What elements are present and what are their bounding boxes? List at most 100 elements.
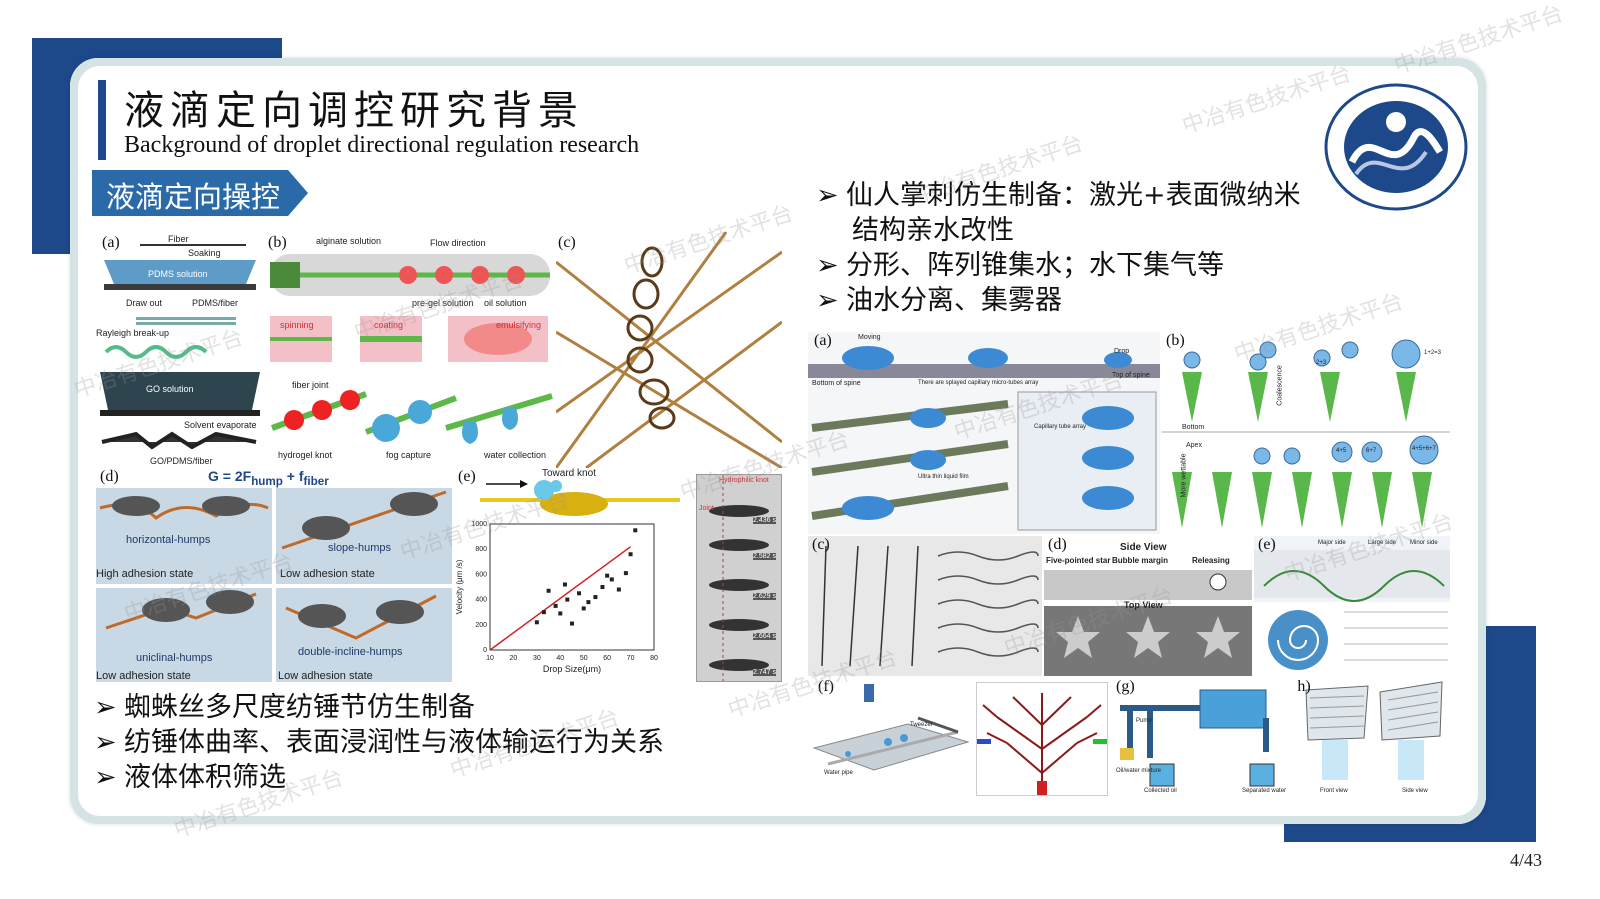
time-lapse-strip: Hydrophilic knot Joint 2.436 s 2.582 s 2…: [696, 474, 782, 682]
panel-text: Capillary tube array: [1034, 424, 1087, 430]
panel-text: 6+7: [1366, 448, 1377, 454]
panel-label: (f): [818, 678, 834, 695]
data-point: [609, 577, 614, 582]
figure-panel-b-left: (b) alginate solution Flow direction pre…: [266, 232, 556, 468]
data-point: [605, 573, 610, 578]
y-axis-label: Velocity (μm /s): [455, 559, 464, 614]
panel-text: Tweezer: [910, 722, 933, 728]
bullet-item: ➢液体体积筛选: [94, 762, 286, 793]
data-point: [558, 611, 563, 616]
panel-text: 2.582 s: [753, 553, 776, 560]
panel-label: (d): [100, 468, 119, 485]
x-tick-label: 50: [580, 655, 588, 662]
panel-label: (b): [268, 234, 287, 251]
panel-text: High adhesion state: [96, 568, 194, 580]
arrow-bullet-icon: ➢: [816, 285, 839, 316]
figure-panel-d-left: (d) G = 2Fhump + ffiber horizontal-humps…: [96, 468, 454, 682]
data-point: [593, 595, 598, 600]
data-point: [565, 597, 570, 602]
y-tick-label: 600: [475, 571, 487, 578]
panel-text: pre-gel solution: [412, 298, 474, 308]
bullet-item: ➢仙人掌刺仿生制备：激光+表面微纳米: [816, 180, 1301, 211]
trend-line: [489, 546, 632, 651]
panel-text: Hydrophilic knot: [719, 477, 769, 484]
panel-label: (d): [1048, 536, 1067, 553]
panel-text: Minor side: [1410, 540, 1438, 546]
data-point: [546, 588, 551, 593]
panel-text: Draw out: [126, 298, 163, 308]
panel-text: Fiber: [168, 234, 189, 244]
y-tick-label: 0: [483, 647, 487, 654]
panel-text: double-incline-humps: [298, 646, 403, 658]
panel-text: Bubble margin: [1112, 556, 1169, 565]
data-point: [628, 552, 633, 557]
data-point: [541, 610, 546, 615]
panel-label: (c): [558, 234, 576, 251]
bullet-item: ➢分形、阵列锥集水；水下集气等: [816, 250, 1224, 281]
data-point: [553, 603, 558, 608]
figure-panel-h-right: (h) Front view Side view: [1298, 678, 1448, 798]
panel-text: Separated water: [1242, 788, 1287, 794]
bullet-item: ➢纺锤体曲率、表面浸润性与液体输运行为关系: [94, 727, 664, 758]
data-point: [534, 620, 539, 625]
panel-text: Collected oil: [1144, 788, 1177, 794]
right-bullet-list: ➢仙人掌刺仿生制备：激光+表面微纳米 结构亲水改性 ➢分形、阵列锥集水；水下集气…: [816, 178, 1301, 318]
panel-text: 2.629 s: [753, 593, 776, 600]
panel-text: slope-humps: [328, 542, 391, 554]
arrow-bullet-icon: ➢: [816, 250, 839, 281]
panel-text: Solvent evaporate: [184, 420, 257, 430]
page-number: 4/43: [1510, 850, 1543, 870]
panel-text: Toward knot: [542, 468, 596, 479]
panel-text: horizontal-humps: [126, 534, 211, 546]
panel-text: Low adhesion state: [278, 670, 373, 682]
panel-text: Front view: [1320, 788, 1348, 794]
panel-text: Apex: [1186, 442, 1202, 449]
panel-text: Soaking: [188, 248, 221, 258]
panel-label: (a): [814, 332, 832, 349]
figure-panel-c-left: (c): [556, 232, 782, 468]
y-tick-label: 800: [475, 546, 487, 553]
panel-text: GO/PDMS/fiber: [150, 456, 213, 466]
figure-panel-g-right: (g) Pump Oil/water mixture Collected oil…: [1110, 678, 1296, 798]
panel-text: water collection: [484, 450, 547, 460]
arrow-bullet-icon: ➢: [816, 180, 839, 211]
panel-text: 1+2=3: [1424, 350, 1442, 356]
figure-panel-e-right: (e) Major side Large side Minor side: [1254, 536, 1450, 676]
panel-text: Ultra thin liquid film: [918, 474, 969, 480]
y-tick-label: 200: [475, 622, 487, 629]
panel-label: (g): [1116, 678, 1135, 695]
panel-text: Top View: [1124, 600, 1163, 610]
panel-text: alginate solution: [316, 236, 382, 246]
data-point: [586, 600, 591, 605]
panel-text: Coalescence: [1276, 365, 1284, 406]
panel-text: Bottom of spine: [812, 380, 861, 387]
formula-text: G = 2Fhump + ffiber: [208, 468, 329, 488]
figure-panel-d-right: (d) Side View Five-pointed star Bubble m…: [1044, 536, 1252, 676]
panel-text: 4+5: [1336, 448, 1347, 454]
arrow-bullet-icon: ➢: [94, 692, 117, 723]
x-tick-label: 70: [627, 655, 635, 662]
panel-text: Oil/water mixture: [1116, 768, 1162, 774]
panel-text: GO solution: [146, 384, 194, 394]
panel-text: Pump: [1136, 718, 1152, 724]
panel-text: Large side: [1368, 540, 1397, 546]
data-point: [623, 571, 628, 576]
section-tag-label: 液滴定向操控: [106, 180, 281, 214]
panel-text: Joint: [699, 505, 714, 512]
data-point: [600, 585, 605, 589]
figure-panel-b-right: (b) More wettable Coalescence Bottom Ape…: [1162, 332, 1450, 534]
panel-text: fog capture: [386, 450, 432, 460]
arrow-bullet-icon: ➢: [94, 762, 117, 793]
x-tick-label: 80: [650, 655, 658, 662]
panel-text: fiber joint: [292, 380, 329, 390]
panel-label: (a): [102, 234, 120, 251]
left-bullet-list: ➢蜘蛛丝多尺度纺锤节仿生制备 ➢纺锤体曲率、表面浸润性与液体输运行为关系 ➢液体…: [94, 690, 664, 795]
data-point: [633, 528, 638, 533]
panel-text: 2.747 s: [753, 669, 776, 676]
page-title: 液滴定向调控研究背景: [124, 88, 584, 134]
section-tag: 液滴定向操控: [92, 170, 308, 216]
bullet-item: ➢蜘蛛丝多尺度纺锤节仿生制备: [94, 692, 475, 723]
university-logo: [1322, 82, 1470, 212]
panel-text: Major side: [1318, 540, 1346, 546]
